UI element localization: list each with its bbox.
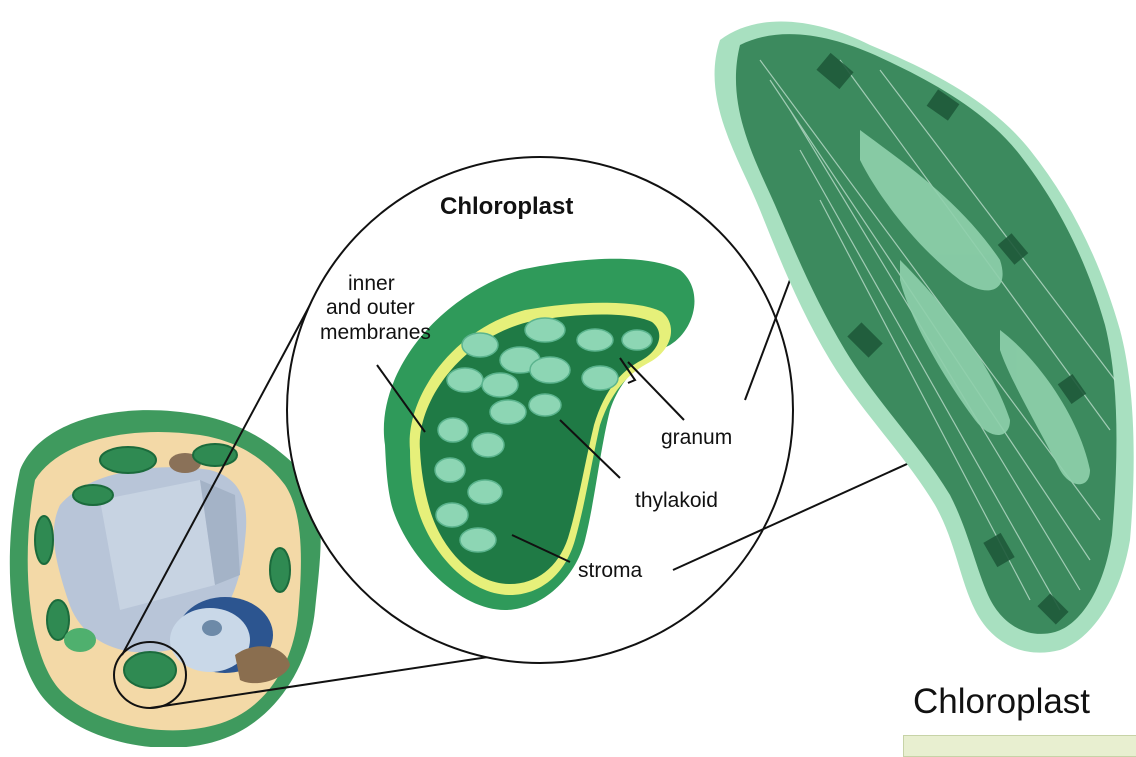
label-membranes-line3: membranes (320, 322, 431, 344)
diagram-title: Chloroplast (440, 193, 573, 221)
label-membranes-line1: inner (348, 273, 395, 295)
label-membranes-line2: and outer (326, 297, 415, 319)
footer-panel (903, 735, 1136, 757)
label-thylakoid: thylakoid (635, 490, 718, 512)
plant-cell (10, 410, 321, 747)
magnified-circle (287, 157, 793, 663)
caption-text: Chloroplast (913, 682, 1090, 722)
label-stroma: stroma (578, 560, 642, 582)
label-granum: granum (661, 427, 732, 449)
